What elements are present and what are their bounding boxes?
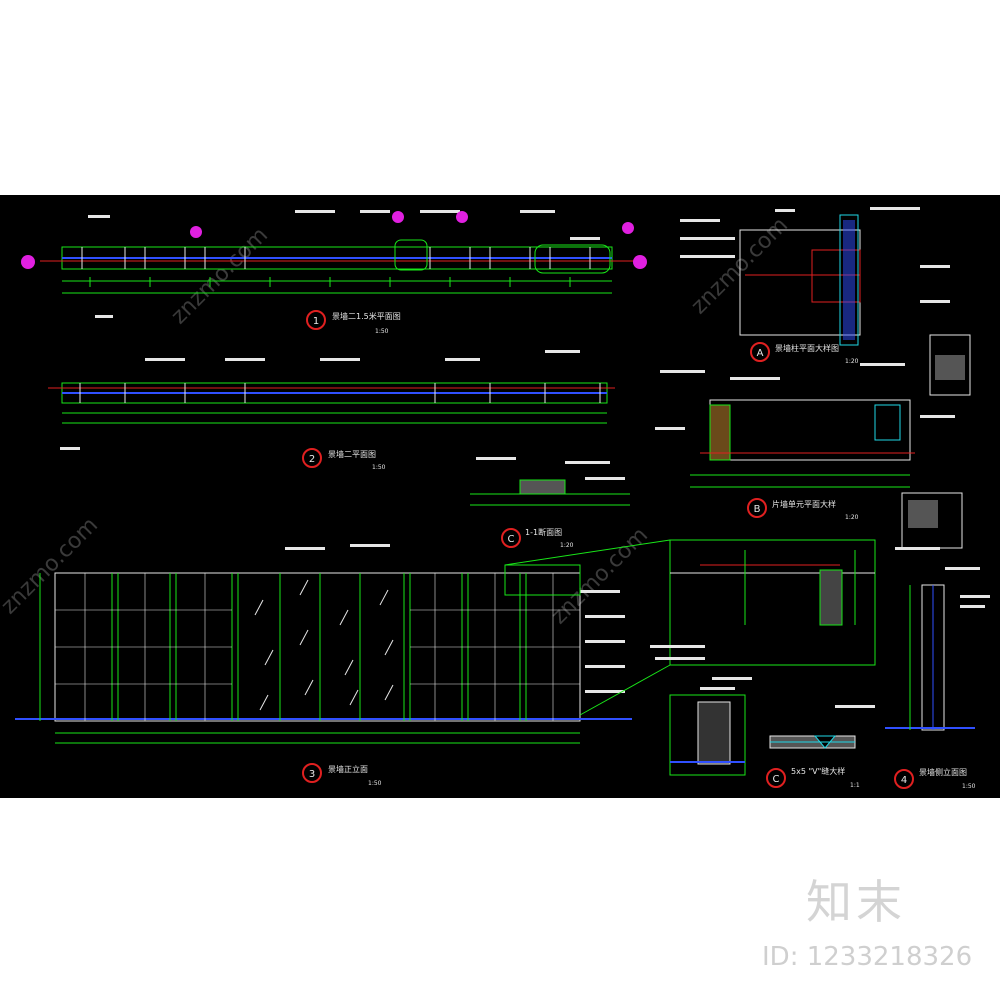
view-label-4: 4 景墙侧立面图 1:50: [894, 767, 976, 790]
watermark-text: znzmo.com: [0, 513, 103, 619]
watermark-text: znzmo.com: [547, 523, 653, 629]
view-title: 片墙单元平面大样: [772, 499, 836, 509]
view-title: 景墙正立面: [328, 764, 368, 774]
section-marker-icon: [392, 211, 404, 223]
view-label-b: B 片墙单元平面大样 1:20: [747, 498, 859, 521]
view-number: C: [508, 534, 515, 545]
section-marker-icon: [456, 211, 468, 223]
section-detail-c: [470, 457, 630, 506]
joint-detail-box: [669, 677, 752, 776]
view-title: 景墙侧立面图: [919, 767, 967, 777]
view-title: 景墙柱平面大样图: [775, 343, 839, 353]
view-title: 1-1断面图: [525, 527, 562, 537]
view-label-2: 2 景墙二平面图 1:50: [302, 448, 386, 471]
view-scale: 1:20: [845, 514, 859, 521]
view-scale: 1:50: [368, 780, 382, 787]
view-label-c2: C 5x5 "V"缝大样 1:1: [766, 766, 860, 789]
view-label-3: 3 景墙正立面 1:50: [302, 763, 382, 787]
column-plan-detail-a: [680, 207, 950, 346]
view-title: 景墙二平面图: [328, 449, 376, 459]
section-marker-icon: [633, 255, 647, 269]
watermark-text: znzmo.com: [167, 223, 273, 329]
plan-view-1: [21, 210, 647, 318]
cad-drawing-canvas: znzmo.com znzmo.com znzmo.com znzmo.com: [0, 195, 1000, 798]
wall-unit-plan-detail-b: [655, 334, 971, 550]
section-marker-icon: [622, 222, 634, 234]
image-id: ID: 1233218326: [762, 942, 973, 972]
view-number: B: [754, 504, 761, 515]
section-marker-icon: [190, 226, 202, 238]
front-elevation-view-3: [15, 544, 632, 744]
view-number: 3: [309, 769, 315, 780]
view-scale: 1:20: [845, 358, 859, 365]
view-scale: 1:50: [962, 783, 976, 790]
brand-logo: 知末: [806, 875, 906, 929]
plan-view-2: [48, 350, 615, 450]
view-number: 1: [313, 316, 319, 327]
view-scale: 1:1: [850, 782, 860, 789]
view-title: 5x5 "V"缝大样: [791, 766, 845, 776]
view-number: 2: [309, 454, 315, 465]
view-scale: 1:20: [560, 542, 574, 549]
view-number: C: [773, 774, 780, 785]
view-title: 景墙二1.5米平面图: [332, 311, 401, 321]
view-label-1: 1 景墙二1.5米平面图 1:50: [306, 310, 401, 335]
view-number: 4: [901, 775, 907, 786]
v-joint-detail-c: [769, 705, 875, 749]
view-label-c1: C 1-1断面图 1:20: [501, 527, 574, 549]
view-number: A: [757, 348, 764, 359]
view-scale: 1:50: [375, 328, 389, 335]
enlarged-detail: [504, 539, 876, 716]
section-marker-icon: [21, 255, 35, 269]
view-scale: 1:50: [372, 464, 386, 471]
view-label-a: A 景墙柱平面大样图 1:20: [750, 342, 859, 365]
side-elevation-view-4: [885, 567, 990, 731]
watermark-layer: znzmo.com znzmo.com znzmo.com znzmo.com: [0, 213, 793, 629]
